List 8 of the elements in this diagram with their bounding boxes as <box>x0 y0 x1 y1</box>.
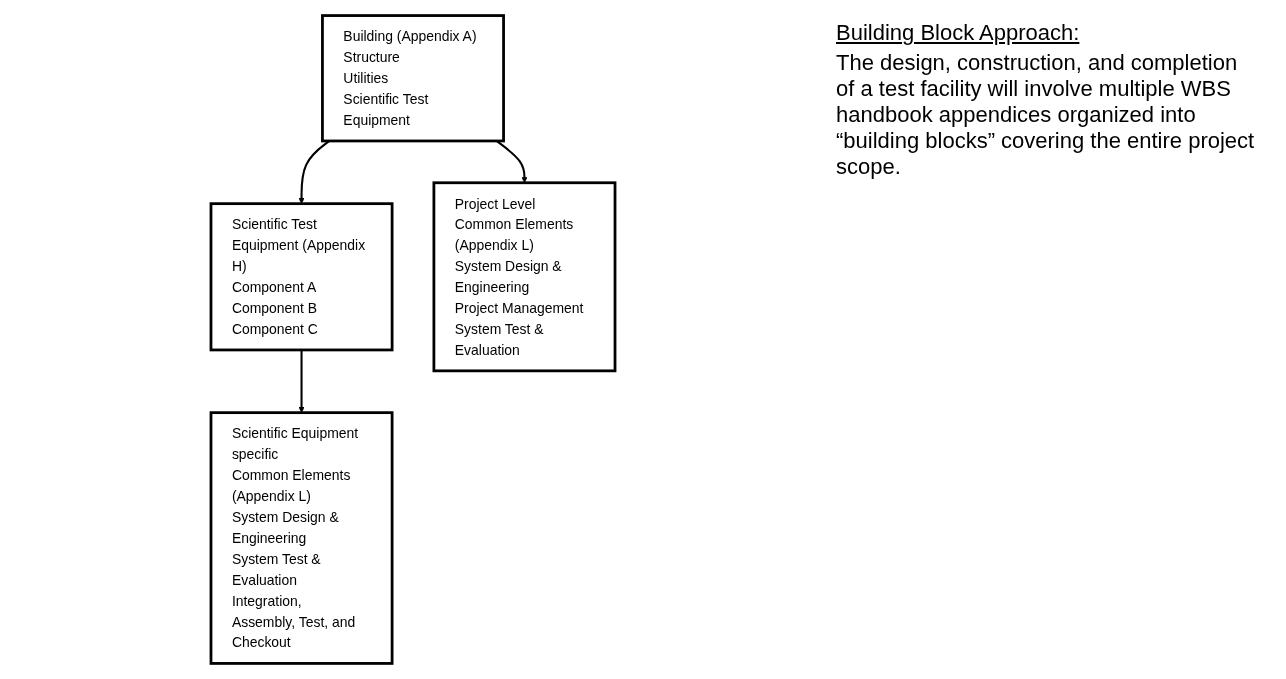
node-box: Scientific Test Equipment (Appendix H) Component A Component B Component C <box>209 202 394 352</box>
node-box: Project Level Common Elements (Appendix L) System Design & Engineering Project Management System Test & Evaluation <box>432 181 617 373</box>
arrow <box>298 140 331 204</box>
arrow <box>298 349 305 413</box>
description-text: The design, construction, and completion of a test facility will involve multiple WBS handbook appendices organized into “building blocks” covering the entire project scope. <box>836 50 1256 180</box>
heading-text: Building Block Approach: <box>836 20 1080 46</box>
node-box: Building (Appendix A) Structure Utilities Scientific Test Equipment <box>321 14 505 143</box>
node-box: Scientific Equipment specific Common Elements (Appendix L) System Design & Engineering System Test & Evaluation Integration, Assembly, Test, and Checkout <box>209 411 394 665</box>
